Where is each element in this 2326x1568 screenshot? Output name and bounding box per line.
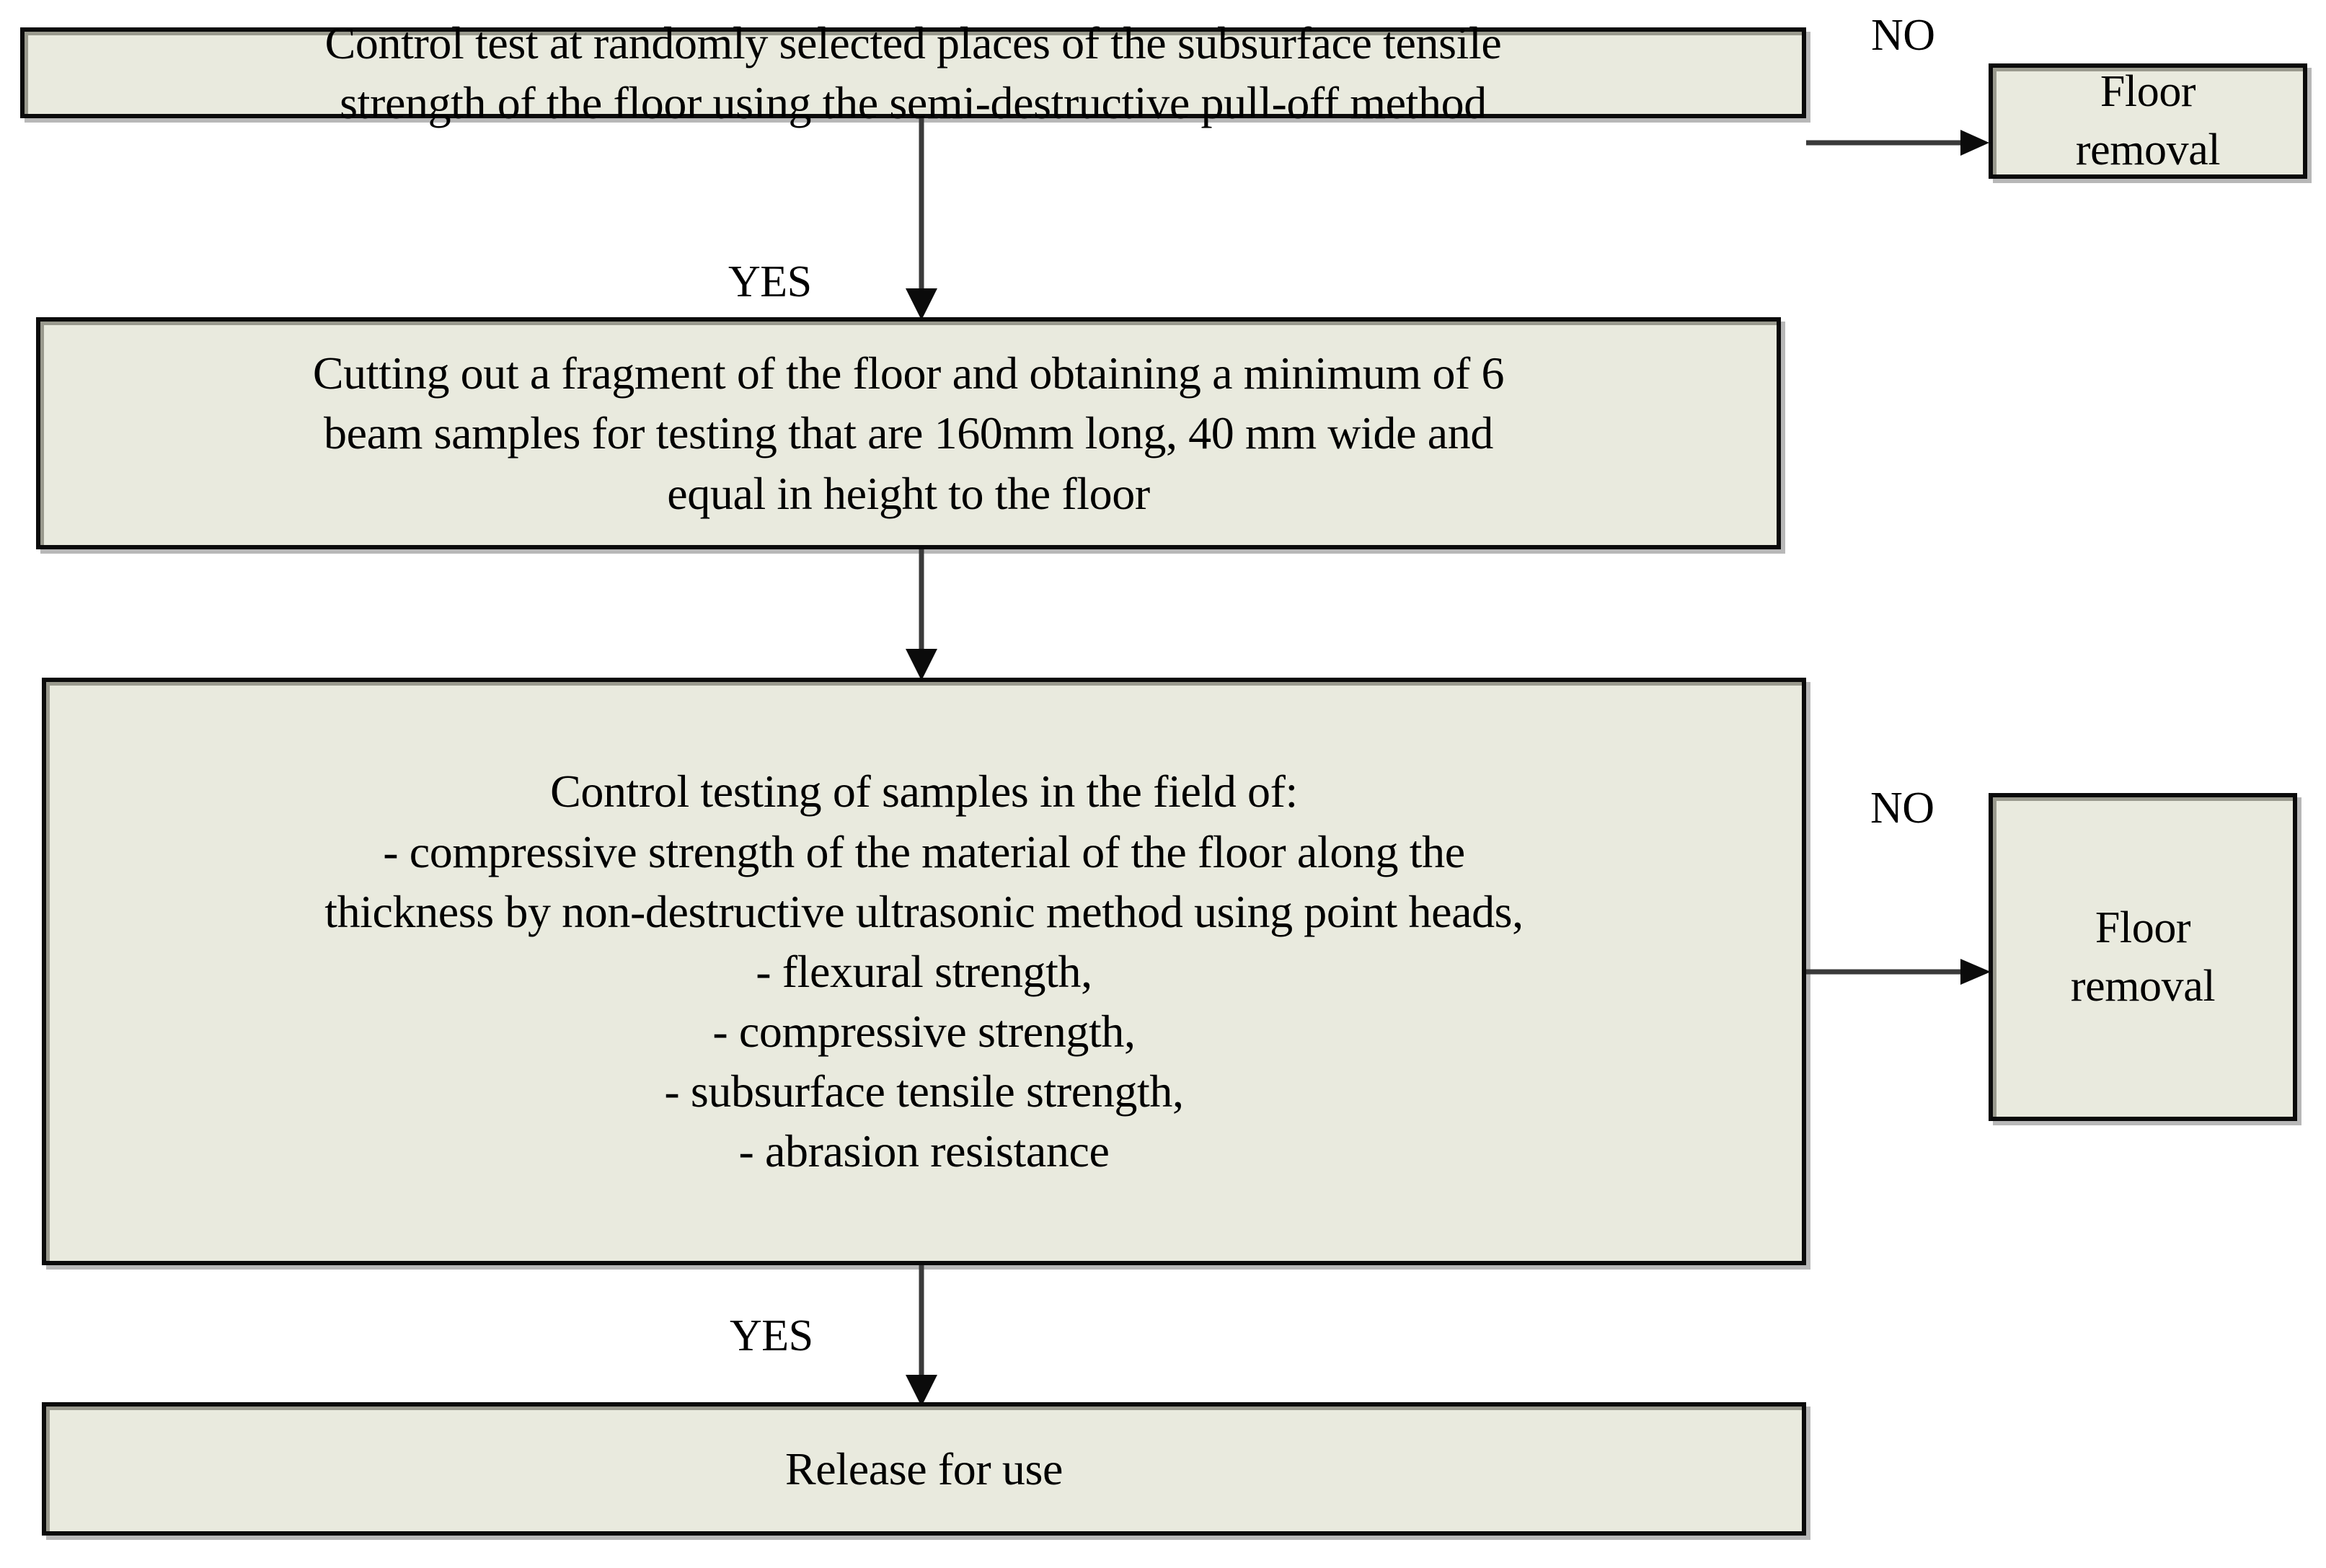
connector-control-test-to-floor-removal-top (1806, 128, 1994, 157)
connector-cutting-fragment-to-control-testing (893, 549, 950, 682)
node-control-testing[interactable]: Control testing of samples in the field … (42, 678, 1806, 1265)
node-control-testing-line-2: - compressive strength of the material o… (383, 825, 1465, 877)
edge-label-yes-bottom: YES (730, 1311, 813, 1360)
node-floor-removal-mid-text: Floor removal (2003, 899, 2283, 1015)
node-control-testing-line-7: - abrasion resistance (738, 1125, 1110, 1177)
node-release-for-use-text: Release for use (56, 1439, 1792, 1499)
edge-label-no-mid: NO (1870, 784, 1934, 833)
node-cutting-fragment[interactable]: Cutting out a fragment of the floor and … (36, 317, 1781, 549)
node-cutting-fragment-text: Cutting out a fragment of the floor and … (50, 343, 1766, 523)
connector-control-testing-to-release-for-use (893, 1265, 950, 1408)
connector-control-test-to-cutting-fragment (893, 118, 950, 322)
node-control-test-text: Control test at randomly selected places… (35, 13, 1792, 133)
node-release-for-use[interactable]: Release for use (42, 1402, 1806, 1536)
node-floor-removal-top-text: Floor removal (2003, 63, 2293, 179)
connector-control-testing-to-floor-removal-mid (1806, 957, 1995, 986)
edge-label-yes-top: YES (728, 257, 812, 306)
node-cutting-fragment-line-3: equal in height to the floor (667, 467, 1150, 519)
node-control-testing-line-5: - compressive strength, (712, 1006, 1136, 1058)
node-control-testing-line-3: thickness by non-destructive ultrasonic … (324, 885, 1524, 937)
node-control-test-line-1: Control test at randomly selected places… (324, 17, 1502, 68)
node-floor-removal-top[interactable]: Floor removal (1989, 63, 2307, 179)
node-control-testing-line-1: Control testing of samples in the field … (550, 766, 1298, 818)
edge-label-no-top: NO (1871, 11, 1935, 60)
node-floor-removal-top-line-1: Floor (2100, 67, 2196, 117)
node-control-testing-line-4: - flexural strength, (756, 945, 1092, 997)
node-cutting-fragment-line-2: beam samples for testing that are 160mm … (324, 407, 1493, 459)
node-floor-removal-mid-line-2: removal (2070, 961, 2216, 1011)
node-release-for-use-line-1: Release for use (785, 1443, 1063, 1494)
node-floor-removal-mid[interactable]: Floor removal (1989, 793, 2297, 1121)
node-control-test-line-2: strength of the floor using the semi-des… (340, 77, 1487, 128)
node-control-test[interactable]: Control test at randomly selected places… (20, 17, 1806, 128)
node-cutting-fragment-line-1: Cutting out a fragment of the floor and … (312, 347, 1505, 399)
node-control-testing-text: Control testing of samples in the field … (56, 761, 1792, 1181)
node-floor-removal-top-line-2: removal (2075, 125, 2221, 174)
node-floor-removal-mid-line-1: Floor (2095, 903, 2191, 952)
node-control-testing-line-6: - subsurface tensile strength, (664, 1066, 1184, 1117)
